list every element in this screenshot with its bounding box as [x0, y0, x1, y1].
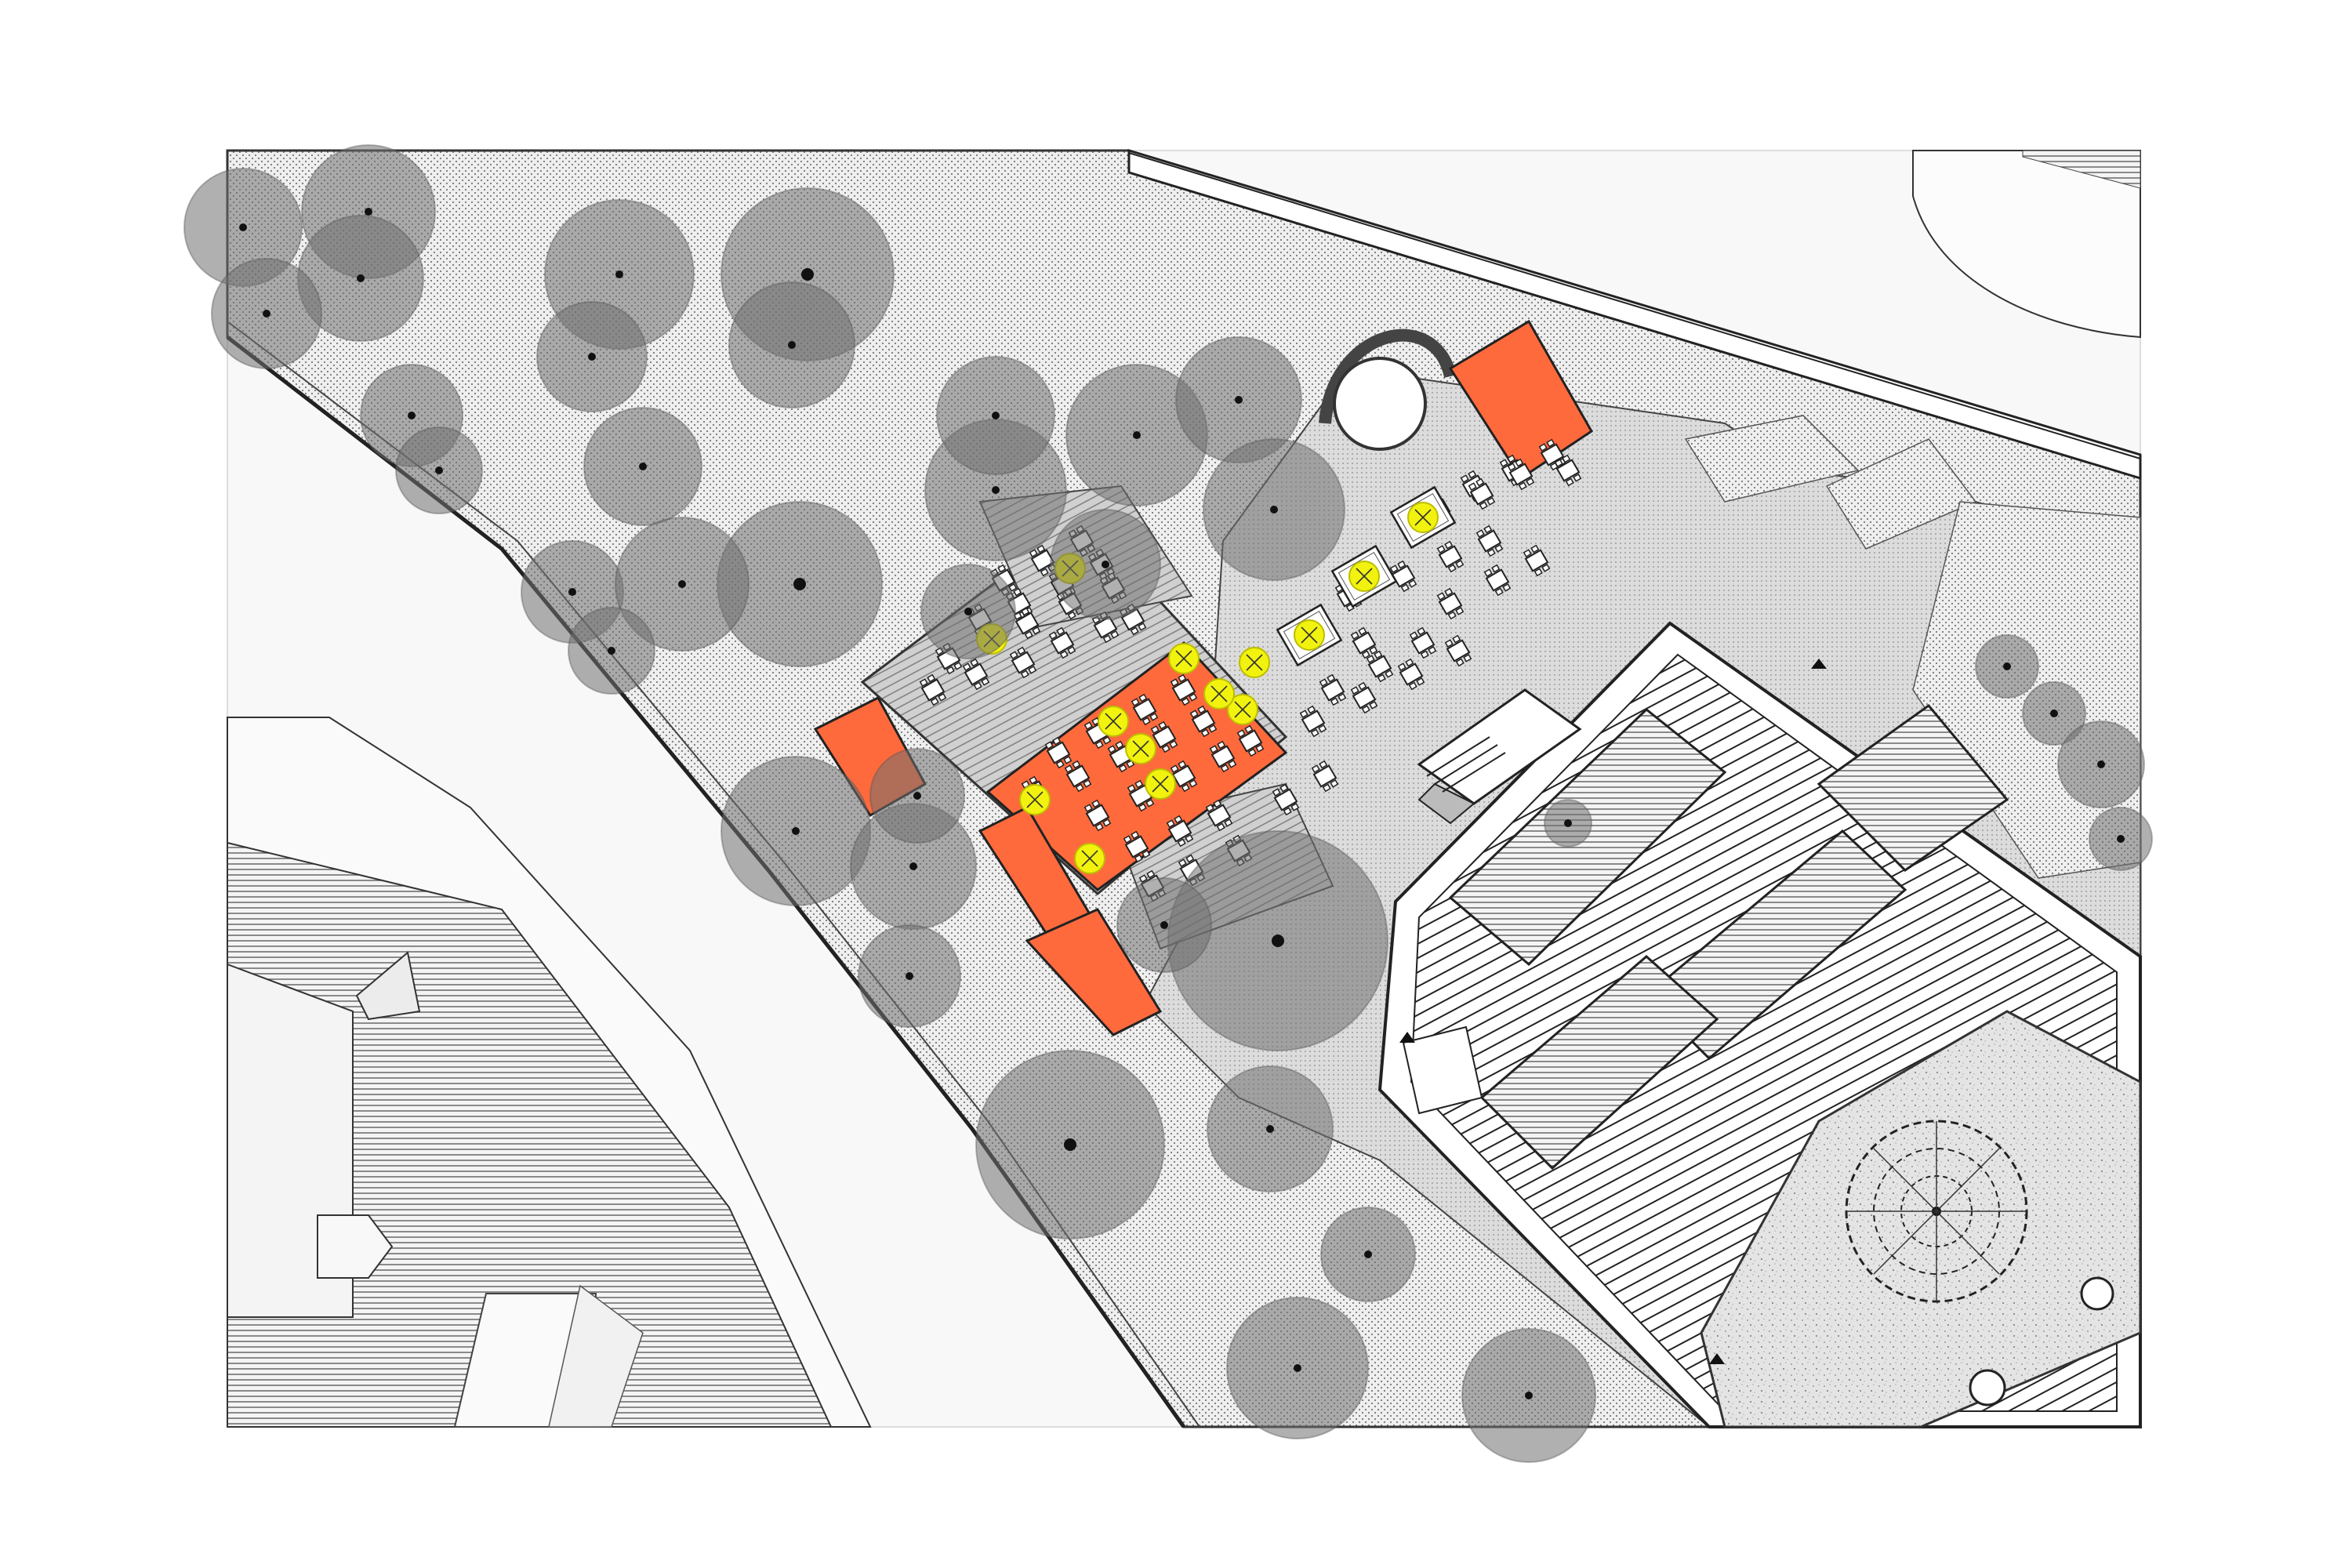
table-with-chairs-icon: [1554, 454, 1582, 487]
tree-icon: [615, 517, 750, 652]
tree-icon: [858, 924, 961, 1028]
table-with-chairs-icon: [1350, 626, 1378, 659]
tree-icon: [720, 756, 871, 906]
tree-icon: [1975, 634, 2039, 699]
table-with-chairs-icon: [1131, 693, 1159, 726]
tree-icon: [1544, 799, 1592, 848]
round-kiosk: [1319, 328, 1457, 451]
tree-icon: [936, 356, 1055, 475]
tree-icon: [395, 426, 483, 514]
umbrella-icon: [1019, 784, 1051, 815]
entrance-kiosk: [1417, 688, 1582, 825]
table-with-chairs-icon: [1170, 760, 1198, 793]
umbrella-icon: [1239, 647, 1270, 678]
table-with-chairs-icon: [1083, 799, 1112, 832]
stair-icon: [355, 951, 421, 1021]
table-with-chairs-icon: [1189, 705, 1218, 738]
table-with-chairs-icon: [1444, 634, 1472, 667]
umbrella-icon: [1074, 843, 1105, 874]
tree-icon: [1207, 1065, 1334, 1192]
umbrella-icon: [1203, 678, 1235, 710]
table-with-chairs-icon: [962, 658, 990, 691]
tree-icon: [1116, 877, 1212, 973]
table-with-chairs-icon: [1166, 815, 1194, 848]
table-with-chairs-icon: [1350, 681, 1378, 714]
table-with-chairs-icon: [1123, 830, 1151, 863]
tree-icon: [2089, 807, 2153, 871]
tree-icon: [2057, 720, 2145, 808]
stair-icon: [1426, 736, 1506, 793]
table-with-chairs-icon: [1170, 673, 1198, 706]
pavilion-north: [1448, 319, 1593, 481]
top-road: [1127, 148, 2142, 481]
table-with-chairs-icon: [1150, 720, 1178, 753]
table-with-chairs-icon: [1397, 658, 1425, 691]
umbrella-icon: [1145, 768, 1176, 800]
tree-icon: [2022, 681, 2086, 746]
table-with-chairs-icon: [1209, 740, 1237, 773]
tree-icon: [717, 501, 883, 667]
table-with-chairs-icon: [1389, 560, 1417, 593]
tree-icon: [869, 748, 965, 844]
umbrella-icon: [1227, 694, 1258, 725]
table-with-chairs-icon: [1523, 544, 1551, 577]
table-with-chairs-icon: [1205, 799, 1233, 832]
trees: [183, 144, 2153, 1463]
table-with-chairs-icon: [1483, 564, 1512, 597]
table-with-chairs-icon: [1311, 760, 1339, 793]
table-with-chairs-icon: [1044, 736, 1073, 769]
table-with-chairs-icon: [1468, 477, 1496, 510]
street-area: [227, 717, 872, 1428]
tree-icon: [536, 301, 648, 412]
table-with-chairs-icon: [1436, 540, 1465, 573]
table-with-chairs-icon: [919, 673, 947, 706]
tree-icon: [1461, 1328, 1596, 1463]
tree-icon: [568, 607, 655, 695]
umbrella-icon: [1348, 561, 1380, 592]
table-with-chairs-icon: [1064, 760, 1092, 793]
table-with-chairs-icon: [1507, 458, 1535, 491]
table-with-chairs-icon: [1409, 626, 1437, 659]
tree-icon: [583, 407, 702, 526]
table-with-chairs-icon: [1236, 724, 1265, 757]
fountain-icon: [1845, 1120, 2028, 1303]
tree-icon: [975, 1050, 1165, 1240]
table-with-chairs-icon: [1048, 626, 1076, 659]
umbrella-icon: [1098, 706, 1129, 737]
pavilion-kiosk: [1025, 908, 1163, 1036]
table-with-chairs-icon: [1436, 587, 1465, 620]
table-with-chairs-icon: [1009, 646, 1037, 679]
umbrella-icon: [1125, 733, 1156, 764]
table-with-chairs-icon: [1272, 783, 1300, 816]
umbrella-icon: [1168, 643, 1200, 674]
table-with-chairs-icon: [1475, 524, 1504, 557]
tree-icon: [1203, 438, 1345, 581]
north-marker-icon: [1399, 659, 1827, 1364]
table-with-chairs-icon: [1013, 607, 1041, 640]
tree-icon: [1226, 1297, 1369, 1439]
tree-icon: [211, 258, 322, 369]
table-with-chairs-icon: [1366, 650, 1394, 683]
table-with-chairs-icon: [1299, 705, 1327, 738]
tree-icon: [920, 564, 1016, 659]
table-with-chairs-icon: [1319, 673, 1347, 706]
tree-icon: [1320, 1207, 1416, 1302]
umbrella-icon: [1294, 619, 1325, 651]
tree-icon: [1050, 509, 1161, 620]
courtyard: [1700, 1010, 2142, 1428]
umbrella-icon: [1407, 502, 1439, 533]
tree-icon: [728, 281, 855, 408]
